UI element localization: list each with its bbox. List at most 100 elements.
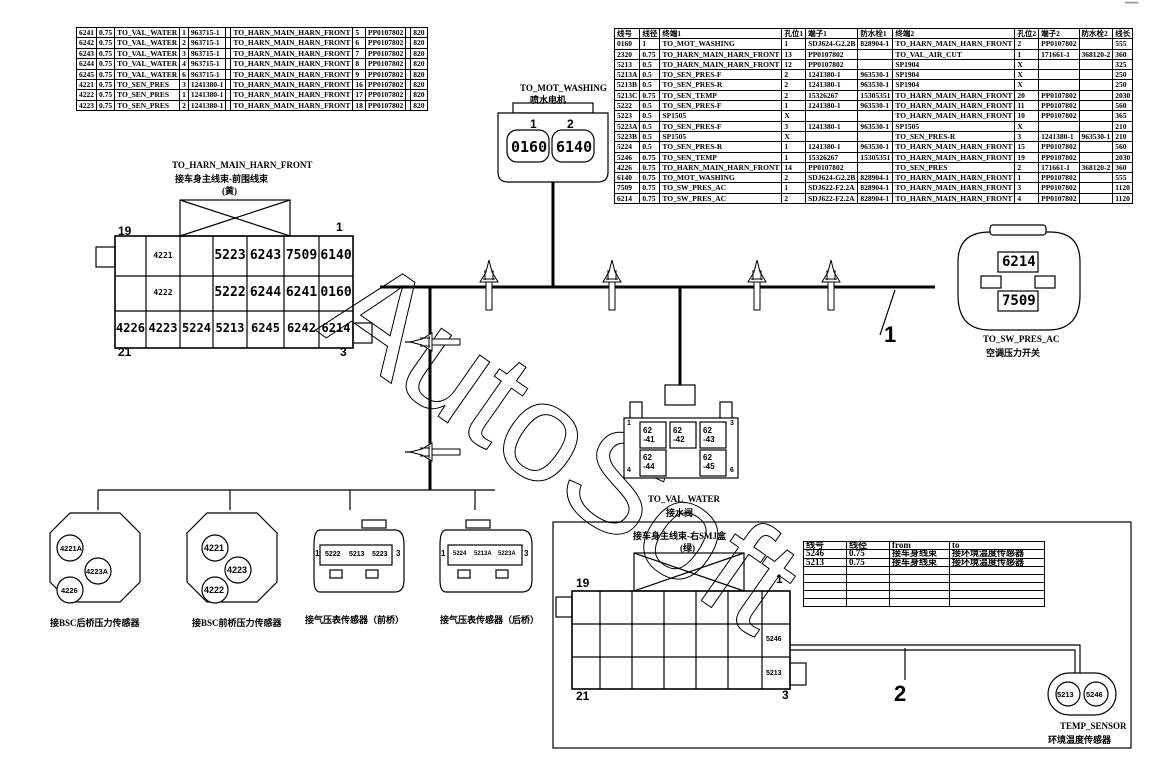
table-cell: 1 (781, 38, 807, 50)
press-front-pin-a: 5222 (325, 551, 341, 558)
table-cell (1038, 69, 1080, 81)
table-cell: 6242 (76, 37, 97, 49)
table-header-cell: 防水栓2 (1078, 27, 1114, 40)
table-cell: SP1505 (892, 120, 1016, 132)
table-cell (1078, 110, 1114, 122)
table-cell: 2 (179, 99, 189, 112)
press-rear-p1: 1 (441, 549, 446, 558)
table-cell (846, 598, 890, 608)
table-cell: 555 (1112, 172, 1134, 184)
table-cell (225, 99, 232, 112)
table-cell: 365 (1112, 110, 1134, 122)
table-cell: 2 (179, 37, 189, 49)
table-cell: 15326267 (805, 151, 859, 163)
table-cell: TO_SEN_PRES-F (659, 120, 783, 132)
table-cell: 2 (781, 192, 807, 205)
table-header-cell: 端子1 (805, 27, 859, 40)
table-cell (805, 130, 859, 143)
harn-front-label-cn2: (黄) (222, 186, 237, 196)
table-cell: 1241380-1 (805, 120, 859, 132)
table-cell: TO_HARN_MAIN_HARN_FRONT (892, 38, 1016, 50)
table-cell: TO_HARN_MAIN_HARN_FRONT (892, 89, 1016, 102)
harn-front-corner-3: 3 (340, 345, 347, 359)
smj-box-connector (555, 552, 807, 690)
table-cell: 4223 (76, 99, 97, 112)
harn-front-connector (95, 199, 373, 349)
table-cell: 325 (1112, 58, 1134, 71)
table-cell: 18 (352, 99, 366, 112)
table-cell: 2030 (1112, 89, 1134, 102)
table-cell: 0.5 (639, 120, 661, 132)
table-cell: 1241380-1 (805, 79, 859, 91)
val-water-label: TO_VAL_WATER (648, 494, 721, 504)
press-rear-sensor (439, 519, 533, 593)
table-cell: PP0107802 (364, 68, 407, 81)
table-cell: 0.75 (846, 549, 890, 559)
table-cell: 3 (781, 120, 807, 132)
table-row-empty (803, 566, 1045, 576)
table-cell: 820 (410, 47, 428, 60)
table-cell: 963715-1 (187, 58, 227, 70)
table-cell: 963530-1 (1078, 130, 1114, 143)
temp-sensor-label: TEMP_SENSOR (1060, 721, 1127, 731)
table-header-cell: 线径 (639, 27, 661, 40)
table-cell: TO_HARN_MAIN_HARN_FRONT (230, 58, 354, 70)
table-cell: 7509 (613, 182, 641, 194)
table-cell: 560 (1112, 100, 1134, 112)
table-cell: PP0107802 (364, 58, 407, 70)
table-cell: 5246 (613, 151, 641, 163)
table-cell: 171661-1 (1038, 161, 1080, 174)
table-cell: 4222 (76, 89, 97, 101)
table-cell (1078, 182, 1114, 194)
table-header-cell: to (949, 540, 1045, 551)
table-cell: TO_VAL_WATER (114, 68, 181, 81)
table-cell (846, 566, 890, 576)
table-cell: TO_SEN_PRES (114, 99, 181, 112)
table-cell: TO_HARN_MAIN_HARN_FRONT (892, 110, 1016, 122)
table-cell: PP0107802 (1038, 38, 1080, 50)
harn-front-cavity: 5222 (214, 285, 246, 300)
press-rear-p3: 3 (524, 549, 529, 558)
table-cell (857, 130, 894, 143)
table-cell: TO_HARN_MAIN_HARN_FRONT (230, 68, 354, 81)
table-cell: 1241380-1 (187, 79, 227, 91)
table-cell: 0.75 (639, 48, 661, 60)
table-cell: 5213B (613, 79, 641, 91)
table-header-cell: 防水栓1 (857, 27, 894, 40)
table-cell: 6244 (76, 58, 97, 70)
table-cell: 0.5 (639, 58, 661, 71)
table-cell (1038, 58, 1080, 71)
table-cell: 6140 (613, 172, 641, 184)
sw-pres-ac-pin-top: 6214 (1002, 254, 1036, 270)
table-cell: 20 (1014, 89, 1040, 102)
table-cell: 368120-2 (1078, 161, 1114, 174)
table-cell (949, 582, 1045, 592)
table-cell: TO_VAL_WATER (114, 47, 181, 60)
table-cell: SDJ624-G2.2B (805, 172, 859, 184)
press-front-label-cn: 接气压表传感器（前桥） (305, 615, 405, 625)
table-cell: 0.75 (639, 192, 661, 205)
table-cell: PP0107802 (1038, 192, 1080, 205)
table-cell (1078, 192, 1114, 205)
table-row-empty (803, 598, 1045, 608)
table-cell: 接车身线束 (889, 549, 950, 559)
table-cell (857, 58, 894, 71)
table-cell: 1241380-1 (805, 100, 859, 112)
table-cell: TO_HARN_MAIN_HARN_FRONT (892, 172, 1016, 184)
table-cell: 2030 (1112, 151, 1134, 163)
table-cell: TO_MOT_WASHING (659, 38, 783, 50)
table-cell: 5224 (613, 141, 641, 153)
table-cell: TO_HARN_MAIN_HARN_FRONT (892, 151, 1016, 163)
table-cell: SDJ622-F2.2A (805, 182, 859, 194)
table-cell: 3 (179, 47, 189, 60)
table-cell: 1241380-1 (187, 89, 227, 101)
bsc-rear-pin-b: 4223A (86, 567, 109, 576)
table-cell: PP0107802 (364, 26, 407, 39)
table-cell (803, 590, 847, 600)
table-cell: 6214 (613, 192, 641, 205)
table-cell: 4221 (76, 79, 97, 91)
